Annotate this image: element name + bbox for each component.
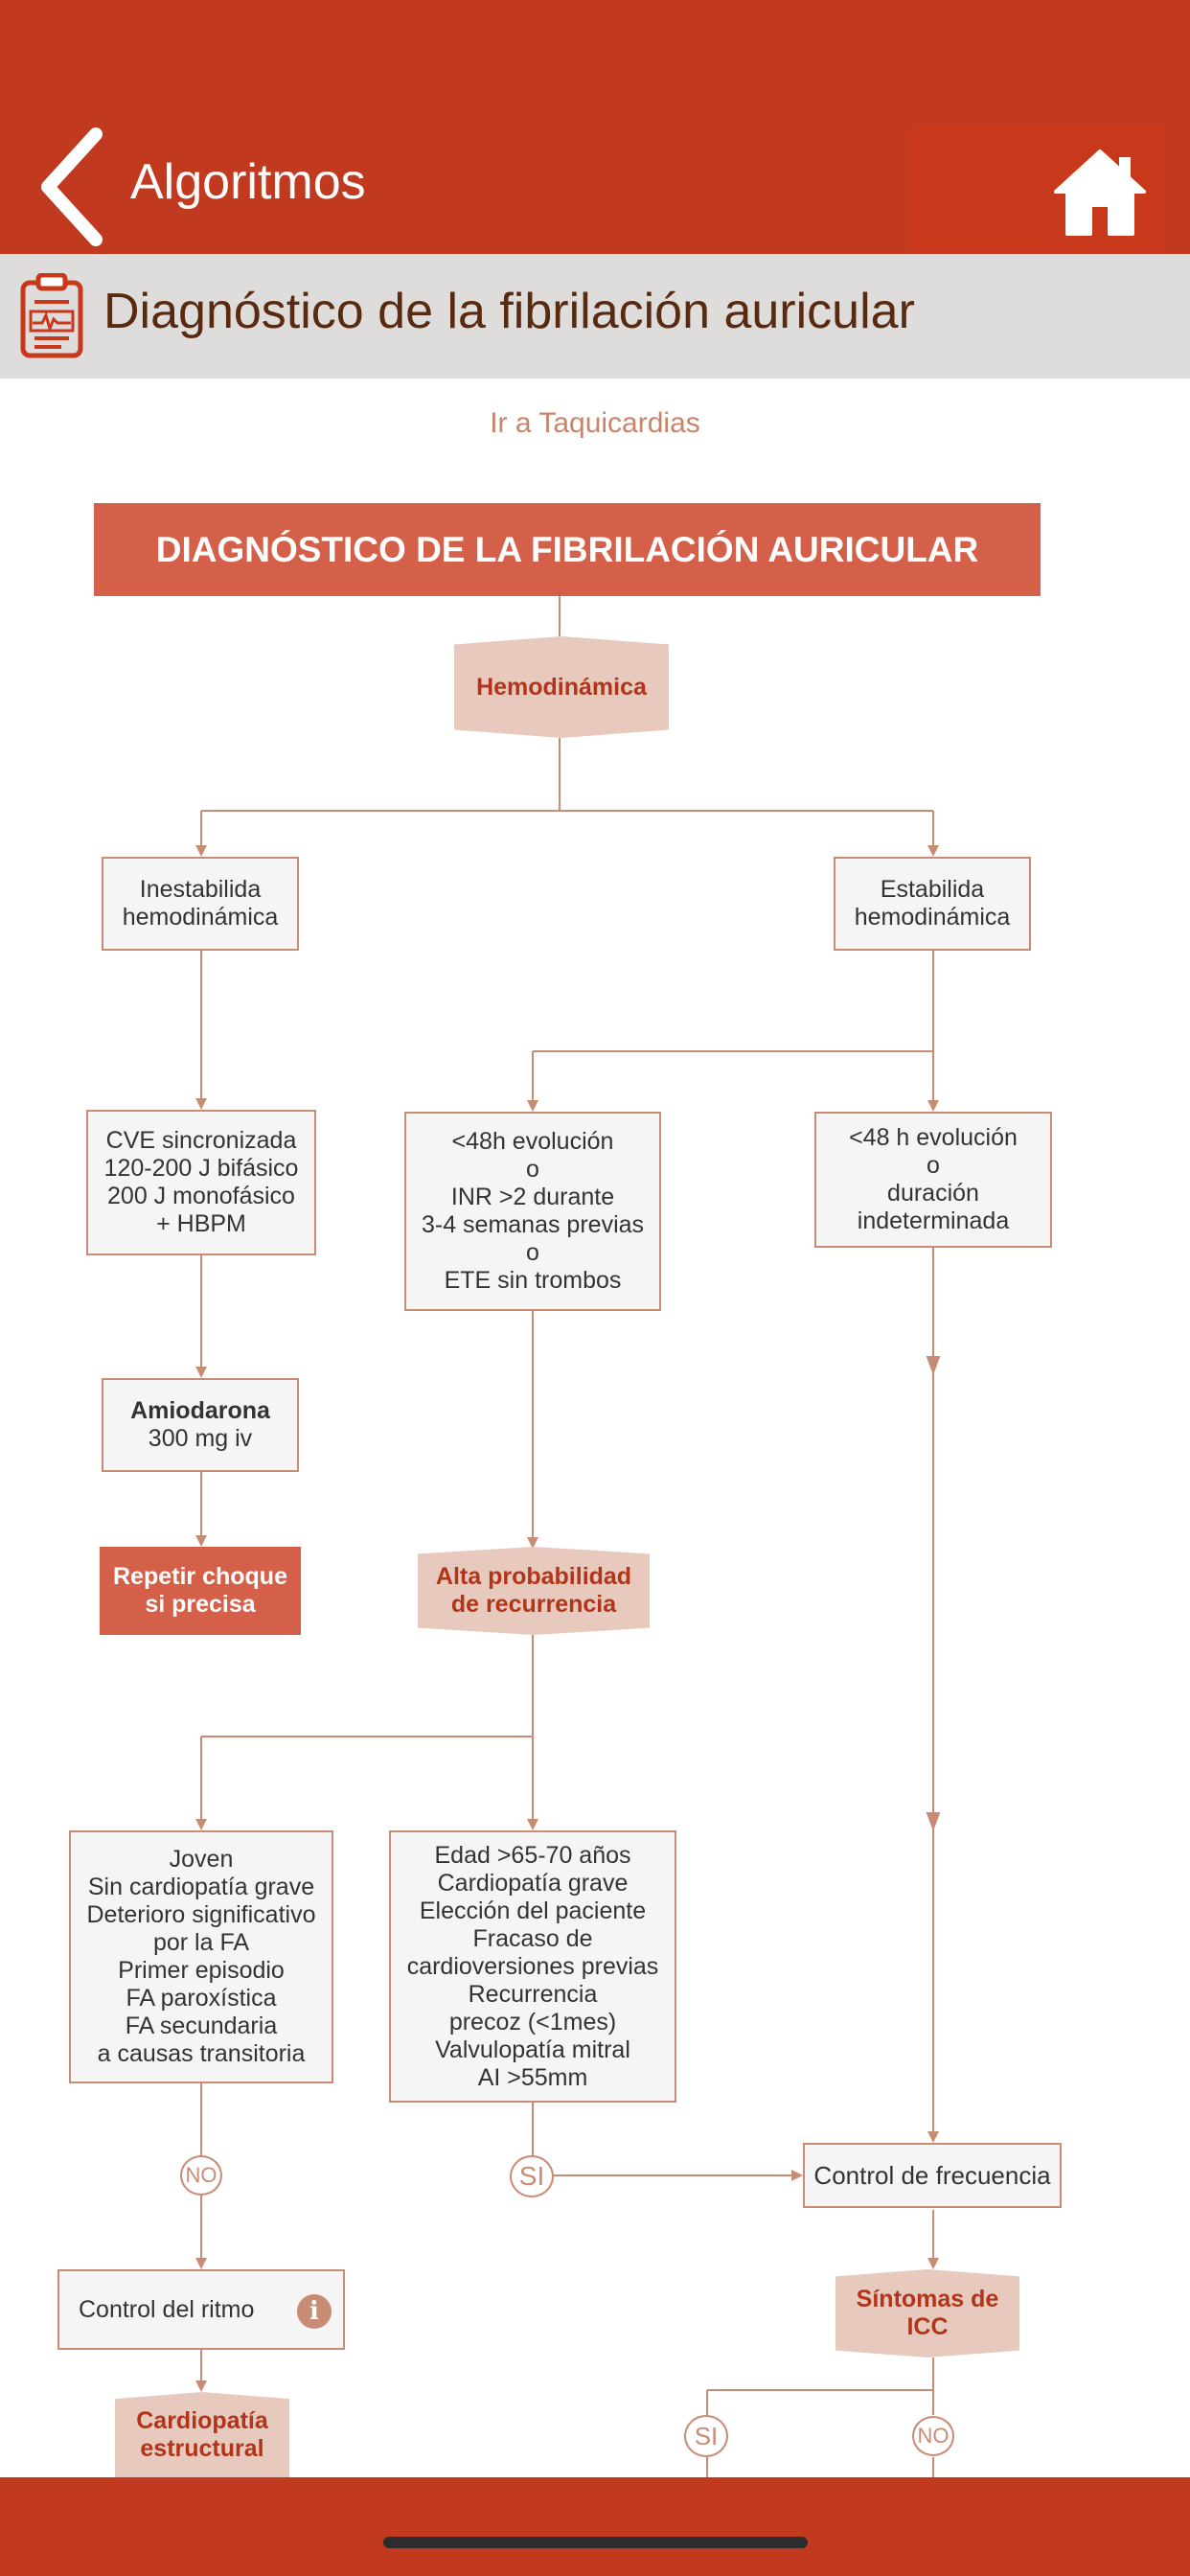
node-text-line: <48 h evolución — [849, 1124, 1018, 1151]
node-text-line: <48h evolución — [451, 1128, 614, 1155]
node-text-line: Edad >65-70 años — [434, 1841, 631, 1869]
node-alta-probabilidad-recurrencia[interactable]: Alta probabilidad de recurrencia — [418, 1547, 650, 1635]
link-ir-a-taquicardias[interactable]: Ir a Taquicardias — [490, 407, 700, 439]
top-navigation-bar: Algoritmos — [0, 0, 1190, 254]
node-hemodinamica-text: Hemodinámica — [476, 673, 647, 701]
node-text-line: Joven — [169, 1846, 234, 1873]
node-control-ritmo[interactable]: Control del ritmo i — [57, 2269, 345, 2350]
node-text-line: hemodinámica — [122, 904, 279, 931]
node-cardiopatia-estructural[interactable]: Cardiopatía estructural — [115, 2392, 289, 2477]
decision-si-frecuencia: SI — [510, 2155, 554, 2197]
node-text-line: Primer episodio — [118, 1957, 285, 1984]
node-text-line: duración — [887, 1180, 979, 1207]
node-control-frecuencia[interactable]: Control de frecuencia — [803, 2143, 1062, 2208]
node-text-line: Deterioro significativo — [86, 1901, 316, 1928]
decision-label: SI — [518, 2161, 545, 2191]
node-text-line: o — [526, 1239, 539, 1266]
node-text-line: FA secundaria — [125, 2012, 278, 2039]
node-text-line: Valvulopatía mitral — [435, 2036, 630, 2063]
node-text-line: Recurrencia — [468, 1980, 598, 2008]
node-menos-48h-evolucion[interactable]: <48h evolución o INR >2 durante 3-4 sema… — [404, 1112, 661, 1311]
info-icon[interactable]: i — [297, 2294, 332, 2329]
node-text-line: Alta probabilidad — [435, 1563, 632, 1590]
node-text-line: Cardiopatía grave — [437, 1869, 629, 1897]
node-estabilidad-hemodinamica[interactable]: Estabilida hemodinámica — [834, 857, 1031, 951]
decision-no-ritmo: NO — [180, 2155, 222, 2196]
decision-label: NO — [185, 2163, 217, 2187]
decision-si-icc: SI — [684, 2415, 728, 2457]
node-text-line: de recurrencia — [450, 1591, 617, 1618]
decision-label: SI — [694, 2421, 719, 2450]
node-text-line: ICC — [906, 2313, 949, 2340]
flowchart-connectors — [195, 596, 941, 2477]
node-text-line: por la FA — [152, 1929, 250, 1956]
node-text-line: Sin cardiopatía grave — [87, 1874, 315, 1900]
node-text-line: Repetir choque — [113, 1563, 287, 1590]
node-edad[interactable]: Edad >65-70 años Cardiopatía grave Elecc… — [389, 1830, 676, 2103]
node-text-line: a causas transitoria — [97, 2040, 306, 2067]
node-text-line: cardioversiones previas — [406, 1952, 659, 1980]
node-text-line: si precisa — [145, 1591, 256, 1618]
bottom-bar — [0, 2477, 1190, 2576]
node-text-line: o — [526, 1156, 539, 1183]
node-amiodarona[interactable]: Amiodarona 300 mg iv — [102, 1378, 299, 1472]
node-joven[interactable]: Joven Sin cardiopatía grave Deterioro si… — [69, 1830, 333, 2083]
node-text-line: INR >2 durante — [450, 1184, 615, 1210]
node-sintomas-icc[interactable]: Síntomas de ICC — [835, 2269, 1019, 2358]
node-control-frecuencia-text: Control de frecuencia — [813, 2160, 1051, 2190]
back-button-label: Algoritmos — [130, 154, 366, 210]
node-text-line: CVE sincronizada — [105, 1127, 297, 1154]
node-text-line: estructural — [140, 2434, 264, 2462]
decision-label: NO — [917, 2424, 950, 2448]
node-text-line: Inestabilida — [139, 876, 262, 903]
node-text-line: FA paroxística — [126, 1985, 277, 2012]
node-text-line: precoz (<1mes) — [448, 2008, 617, 2036]
node-text-line: Elección del paciente — [419, 1897, 647, 1924]
node-text-line: AI >55mm — [477, 2063, 588, 2091]
node-amiodarona-dose: 300 mg iv — [148, 1425, 253, 1452]
node-amiodarona-title: Amiodarona — [130, 1397, 270, 1424]
home-button[interactable] — [910, 126, 1164, 253]
node-text-line: indeterminada — [857, 1208, 1010, 1234]
node-text-line: 120-200 J bifásico — [103, 1155, 299, 1182]
node-text-line: Estabilida — [880, 876, 985, 903]
home-icon — [1054, 150, 1146, 236]
flowchart-header-text: DIAGNÓSTICO DE LA FIBRILACIÓN AURICULAR — [155, 529, 979, 569]
page-title-bar: Diagnóstico de la fibrilación auricular — [0, 254, 1190, 379]
node-text-line: o — [927, 1152, 940, 1179]
flowchart-header: DIAGNÓSTICO DE LA FIBRILACIÓN AURICULAR — [94, 503, 1041, 596]
node-cve-sincronizada[interactable]: CVE sincronizada 120-200 J bifásico 200 … — [86, 1110, 316, 1255]
node-text-line: 200 J monofásico — [107, 1183, 295, 1209]
node-text-line: 3-4 semanas previas — [421, 1211, 645, 1238]
node-duracion-indeterminada[interactable]: <48 h evolución o duración indeterminada — [814, 1112, 1052, 1248]
back-button[interactable]: Algoritmos — [36, 126, 420, 251]
node-text-line: ETE sin trombos — [444, 1267, 622, 1294]
clipboard-ecg-icon — [20, 273, 83, 358]
node-text-line: Cardiopatía — [136, 2406, 268, 2434]
node-text-line: + HBPM — [156, 1210, 246, 1237]
decision-no-icc: NO — [912, 2416, 954, 2456]
node-repetir-choque[interactable]: Repetir choque si precisa — [100, 1547, 301, 1635]
node-text-line: Fracaso de — [472, 1924, 593, 1952]
chevron-left-icon — [41, 127, 103, 246]
page-title: Diagnóstico de la fibrilación auricular — [103, 284, 915, 339]
node-control-ritmo-text: Control del ritmo — [79, 2295, 255, 2323]
node-text-line: Síntomas de — [856, 2286, 999, 2312]
node-text-line: hemodinámica — [854, 904, 1011, 931]
node-inestabilidad-hemodinamica[interactable]: Inestabilida hemodinámica — [102, 857, 299, 951]
node-hemodinamica[interactable]: Hemodinámica — [454, 636, 669, 738]
home-indicator[interactable] — [383, 2537, 808, 2548]
